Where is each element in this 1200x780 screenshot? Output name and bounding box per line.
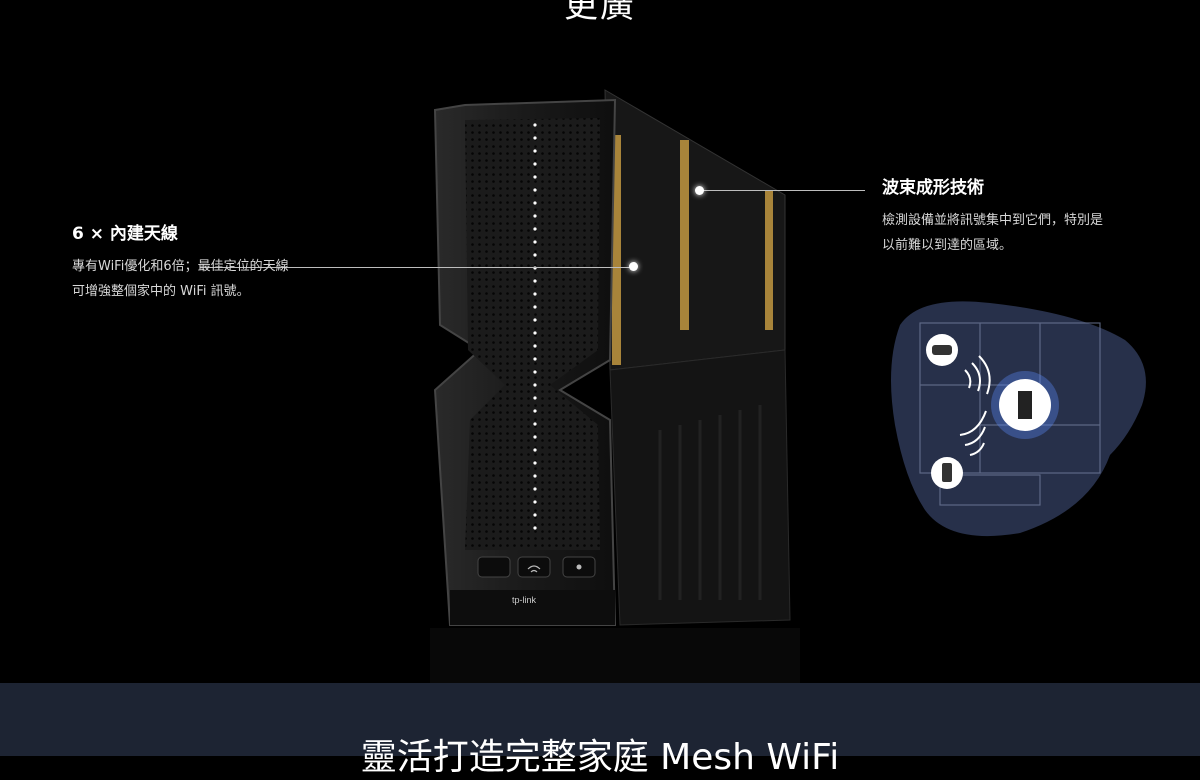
brand-logo: tp-link	[512, 595, 537, 605]
callout-line	[200, 267, 632, 268]
callout-dot	[695, 186, 704, 195]
feature-desc-line2: 可增強整個家中的 WiFi 訊號。	[72, 284, 250, 299]
beamforming-map	[891, 301, 1146, 537]
power-button	[477, 556, 511, 578]
feature-beamforming: 波束成形技術 檢測設備並將訊號集中到它們，特別是 以前難以到達的區域。	[882, 173, 1172, 258]
feature-desc-line2: 以前難以到達的區域。	[882, 238, 1013, 253]
wifi-button	[517, 556, 551, 578]
section-heading: 更廣	[564, 0, 636, 26]
next-section-band	[0, 683, 1200, 756]
callout-dot	[629, 262, 638, 271]
feature-title: 波束成形技術	[882, 178, 984, 198]
signal-waves-icon	[959, 355, 991, 456]
antenna-bar	[680, 140, 689, 330]
feature-antennas: 6 × 內建天線 專有WiFi優化和6倍；最佳定位的天線 可增強整個家中的 Wi…	[72, 219, 362, 304]
router-image: tp-link	[430, 89, 800, 685]
antenna-bar	[765, 190, 773, 330]
feature-title: 6 × 內建天線	[72, 224, 178, 244]
feature-desc-line1: 檢測設備並將訊號集中到它們，特別是	[882, 213, 1104, 228]
next-section-heading: 靈活打造完整家庭 Mesh WiFi	[360, 737, 840, 778]
antenna-bar	[612, 135, 621, 365]
callout-line	[700, 190, 865, 191]
feature-desc-line1: 專有WiFi優化和6倍；最佳定位的天線	[72, 259, 289, 274]
